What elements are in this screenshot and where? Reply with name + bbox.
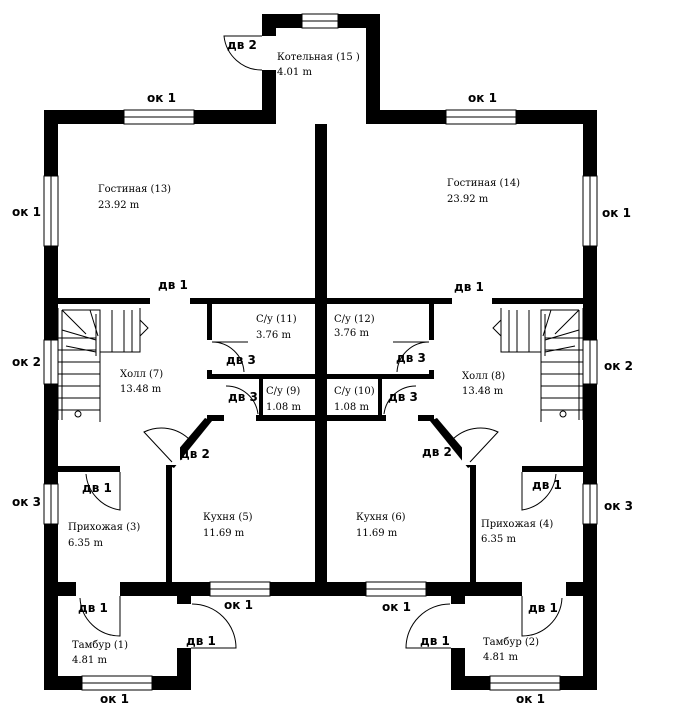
room-area-boiler: 4.01 m bbox=[277, 67, 312, 78]
tag-window-kitchen6: ок 1 bbox=[382, 600, 411, 614]
tag-door-vest1-side: дв 1 bbox=[186, 634, 216, 648]
tag-window-kitchen5: ок 1 bbox=[224, 598, 253, 612]
room-name-entry4: Прихожая (4) bbox=[481, 519, 553, 530]
room-name-vest2: Тамбур (2) bbox=[483, 637, 539, 648]
tag-door-vest2-side: дв 1 bbox=[420, 634, 450, 648]
room-area-kitchen5: 11.69 m bbox=[203, 528, 245, 539]
room-name-bath10: С/у (10) bbox=[334, 386, 375, 397]
room-area-bath11: 3.76 m bbox=[256, 330, 291, 341]
wall-bath10-bottom bbox=[327, 415, 434, 421]
door-swing-vest2-side bbox=[405, 603, 451, 649]
tag-window-left-2: ок 2 bbox=[12, 355, 41, 369]
room-name-bath11: С/у (11) bbox=[256, 314, 297, 325]
tag-door-bath9: дв 3 bbox=[228, 390, 258, 404]
room-area-bath9: 1.08 m bbox=[266, 402, 301, 413]
wall-bath11-bottom bbox=[207, 374, 315, 379]
tag-door-vest1-top: дв 1 bbox=[78, 601, 108, 615]
wall-center-bottom bbox=[315, 582, 327, 596]
room-labels: Котельная (15 ) 4.01 m Гостиная (13) 23.… bbox=[68, 52, 553, 666]
room-name-kitchen6: Кухня (6) bbox=[356, 512, 406, 523]
door-swing-boiler bbox=[223, 35, 263, 71]
room-name-kitchen5: Кухня (5) bbox=[203, 512, 253, 523]
wall-entry3-top bbox=[58, 466, 170, 472]
tag-door-kitchen5: дв 2 bbox=[180, 447, 210, 461]
tag-door-boiler: дв 2 bbox=[227, 38, 257, 52]
windows bbox=[43, 13, 598, 691]
tag-window-left-1: ок 1 bbox=[12, 205, 41, 219]
tag-window-top-left: ок 1 bbox=[147, 91, 176, 105]
tag-door-bath10: дв 3 bbox=[388, 390, 418, 404]
tag-door-living13: дв 1 bbox=[158, 278, 188, 292]
wall-right bbox=[583, 110, 597, 690]
room-name-bath12: С/у (12) bbox=[334, 314, 375, 325]
room-area-living14: 23.92 m bbox=[447, 194, 489, 205]
tag-window-right-3: ок 3 bbox=[604, 499, 633, 513]
room-area-kitchen6: 11.69 m bbox=[356, 528, 398, 539]
door-swing-bath9 bbox=[225, 385, 259, 415]
tag-window-bottom-left: ок 1 bbox=[100, 692, 129, 706]
wall-bath9-left bbox=[259, 379, 263, 421]
wall-bath9-bottom bbox=[207, 415, 315, 421]
wall-bath10-right bbox=[378, 379, 382, 421]
room-name-boiler: Котельная (15 ) bbox=[277, 52, 360, 63]
door-openings bbox=[76, 36, 566, 648]
tag-door-bath12: дв 3 bbox=[396, 351, 426, 365]
room-area-vest2: 4.81 m bbox=[483, 652, 518, 663]
room-area-vest1: 4.81 m bbox=[72, 655, 107, 666]
door-swing-kitchen5 bbox=[143, 427, 191, 463]
room-area-bath12: 3.76 m bbox=[334, 328, 369, 339]
room-area-hall7: 13.48 m bbox=[120, 384, 162, 395]
door-swing-vest2-top bbox=[521, 596, 563, 637]
room-name-hall8: Холл (8) bbox=[462, 371, 505, 382]
room-name-hall7: Холл (7) bbox=[120, 369, 163, 380]
staircase-left bbox=[57, 308, 149, 422]
tag-window-bottom-right: ок 1 bbox=[516, 692, 545, 706]
staircase-right bbox=[492, 308, 584, 422]
wall-entry4-top bbox=[470, 466, 583, 472]
wall-center bbox=[315, 124, 327, 584]
door-swing-bath10 bbox=[383, 385, 417, 415]
door-swing-entry3 bbox=[85, 472, 121, 511]
wall-kitchen6-right bbox=[470, 464, 476, 584]
room-name-living13: Гостиная (13) bbox=[98, 184, 171, 195]
tag-door-kitchen6: дв 2 bbox=[422, 445, 452, 459]
room-name-bath9: С/у (9) bbox=[266, 386, 300, 397]
tag-door-entry4: дв 1 bbox=[532, 478, 562, 492]
opening-tags: ок 1 ок 1 ок 1 ок 1 ок 2 ок 2 ок 3 ок 3 … bbox=[12, 38, 633, 706]
room-area-living13: 23.92 m bbox=[98, 200, 140, 211]
tag-door-vest2-top: дв 1 bbox=[528, 601, 558, 615]
tag-window-right-1: ок 1 bbox=[602, 206, 631, 220]
room-name-entry3: Прихожая (3) bbox=[68, 522, 140, 533]
tag-window-left-3: ок 3 bbox=[12, 495, 41, 509]
door-swing-entry4 bbox=[521, 472, 557, 511]
door-swing-vest1-top bbox=[79, 596, 121, 637]
wall-kitchen5-left bbox=[166, 464, 172, 584]
room-area-hall8: 13.48 m bbox=[462, 386, 504, 397]
door-swing-bath11 bbox=[211, 341, 248, 373]
room-area-entry3: 6.35 m bbox=[68, 538, 103, 549]
tag-door-bath11: дв 3 bbox=[226, 353, 256, 367]
room-name-vest1: Тамбур (1) bbox=[72, 640, 128, 651]
door-swing-kitchen6 bbox=[451, 427, 499, 463]
tag-window-right-2: ок 2 bbox=[604, 359, 633, 373]
tag-door-entry3: дв 1 bbox=[82, 481, 112, 495]
door-swing-bath12 bbox=[393, 341, 430, 373]
room-area-entry4: 6.35 m bbox=[481, 534, 516, 545]
wall-bath12-bottom bbox=[327, 374, 434, 379]
room-name-living14: Гостиная (14) bbox=[447, 178, 520, 189]
wall-boiler-right bbox=[366, 14, 380, 124]
door-swings bbox=[79, 35, 563, 649]
room-area-bath10: 1.08 m bbox=[334, 402, 369, 413]
tag-window-top-right: ок 1 bbox=[468, 91, 497, 105]
wall-left bbox=[44, 110, 58, 690]
tag-door-living14: дв 1 bbox=[454, 280, 484, 294]
door-swing-vest1-side bbox=[191, 603, 237, 649]
